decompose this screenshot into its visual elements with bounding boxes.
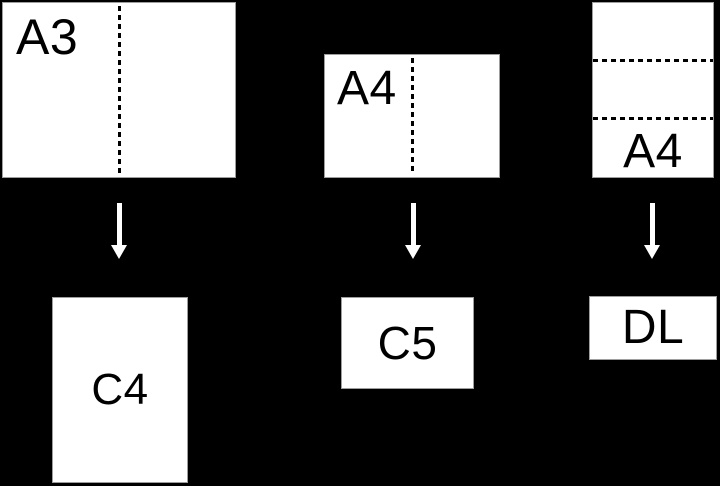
envelope-dl: DL	[590, 297, 716, 359]
paper-a4-tri-label: A4	[623, 125, 683, 178]
arrow-head	[111, 245, 127, 259]
arrow-shaft	[649, 203, 655, 245]
down-arrow-icon	[111, 203, 127, 259]
down-arrow-icon	[644, 203, 660, 259]
envelope-c5-label: C5	[377, 317, 438, 369]
fold-line-vertical-icon	[410, 58, 414, 174]
paper-a3: A3	[3, 3, 235, 177]
envelope-c4-label: C4	[91, 365, 149, 414]
paper-a4-half-label: A4	[337, 62, 397, 115]
arrow-shaft	[116, 203, 122, 245]
envelope-dl-label: DL	[621, 301, 685, 354]
paper-a4-half-fold: A4	[325, 55, 499, 177]
fold-line-horizontal-icon	[593, 59, 713, 62]
paper-a3-label: A3	[16, 9, 79, 65]
arrow-head	[405, 245, 421, 259]
envelope-c5: C5	[342, 298, 473, 388]
paper-a4-tri-fold: A4	[593, 3, 713, 177]
arrow-head	[644, 245, 660, 259]
arrow-shaft	[410, 203, 416, 245]
envelope-c4: C4	[53, 298, 187, 482]
down-arrow-icon	[405, 203, 421, 259]
fold-line-vertical-icon	[117, 6, 121, 174]
fold-line-horizontal-icon	[593, 117, 713, 120]
